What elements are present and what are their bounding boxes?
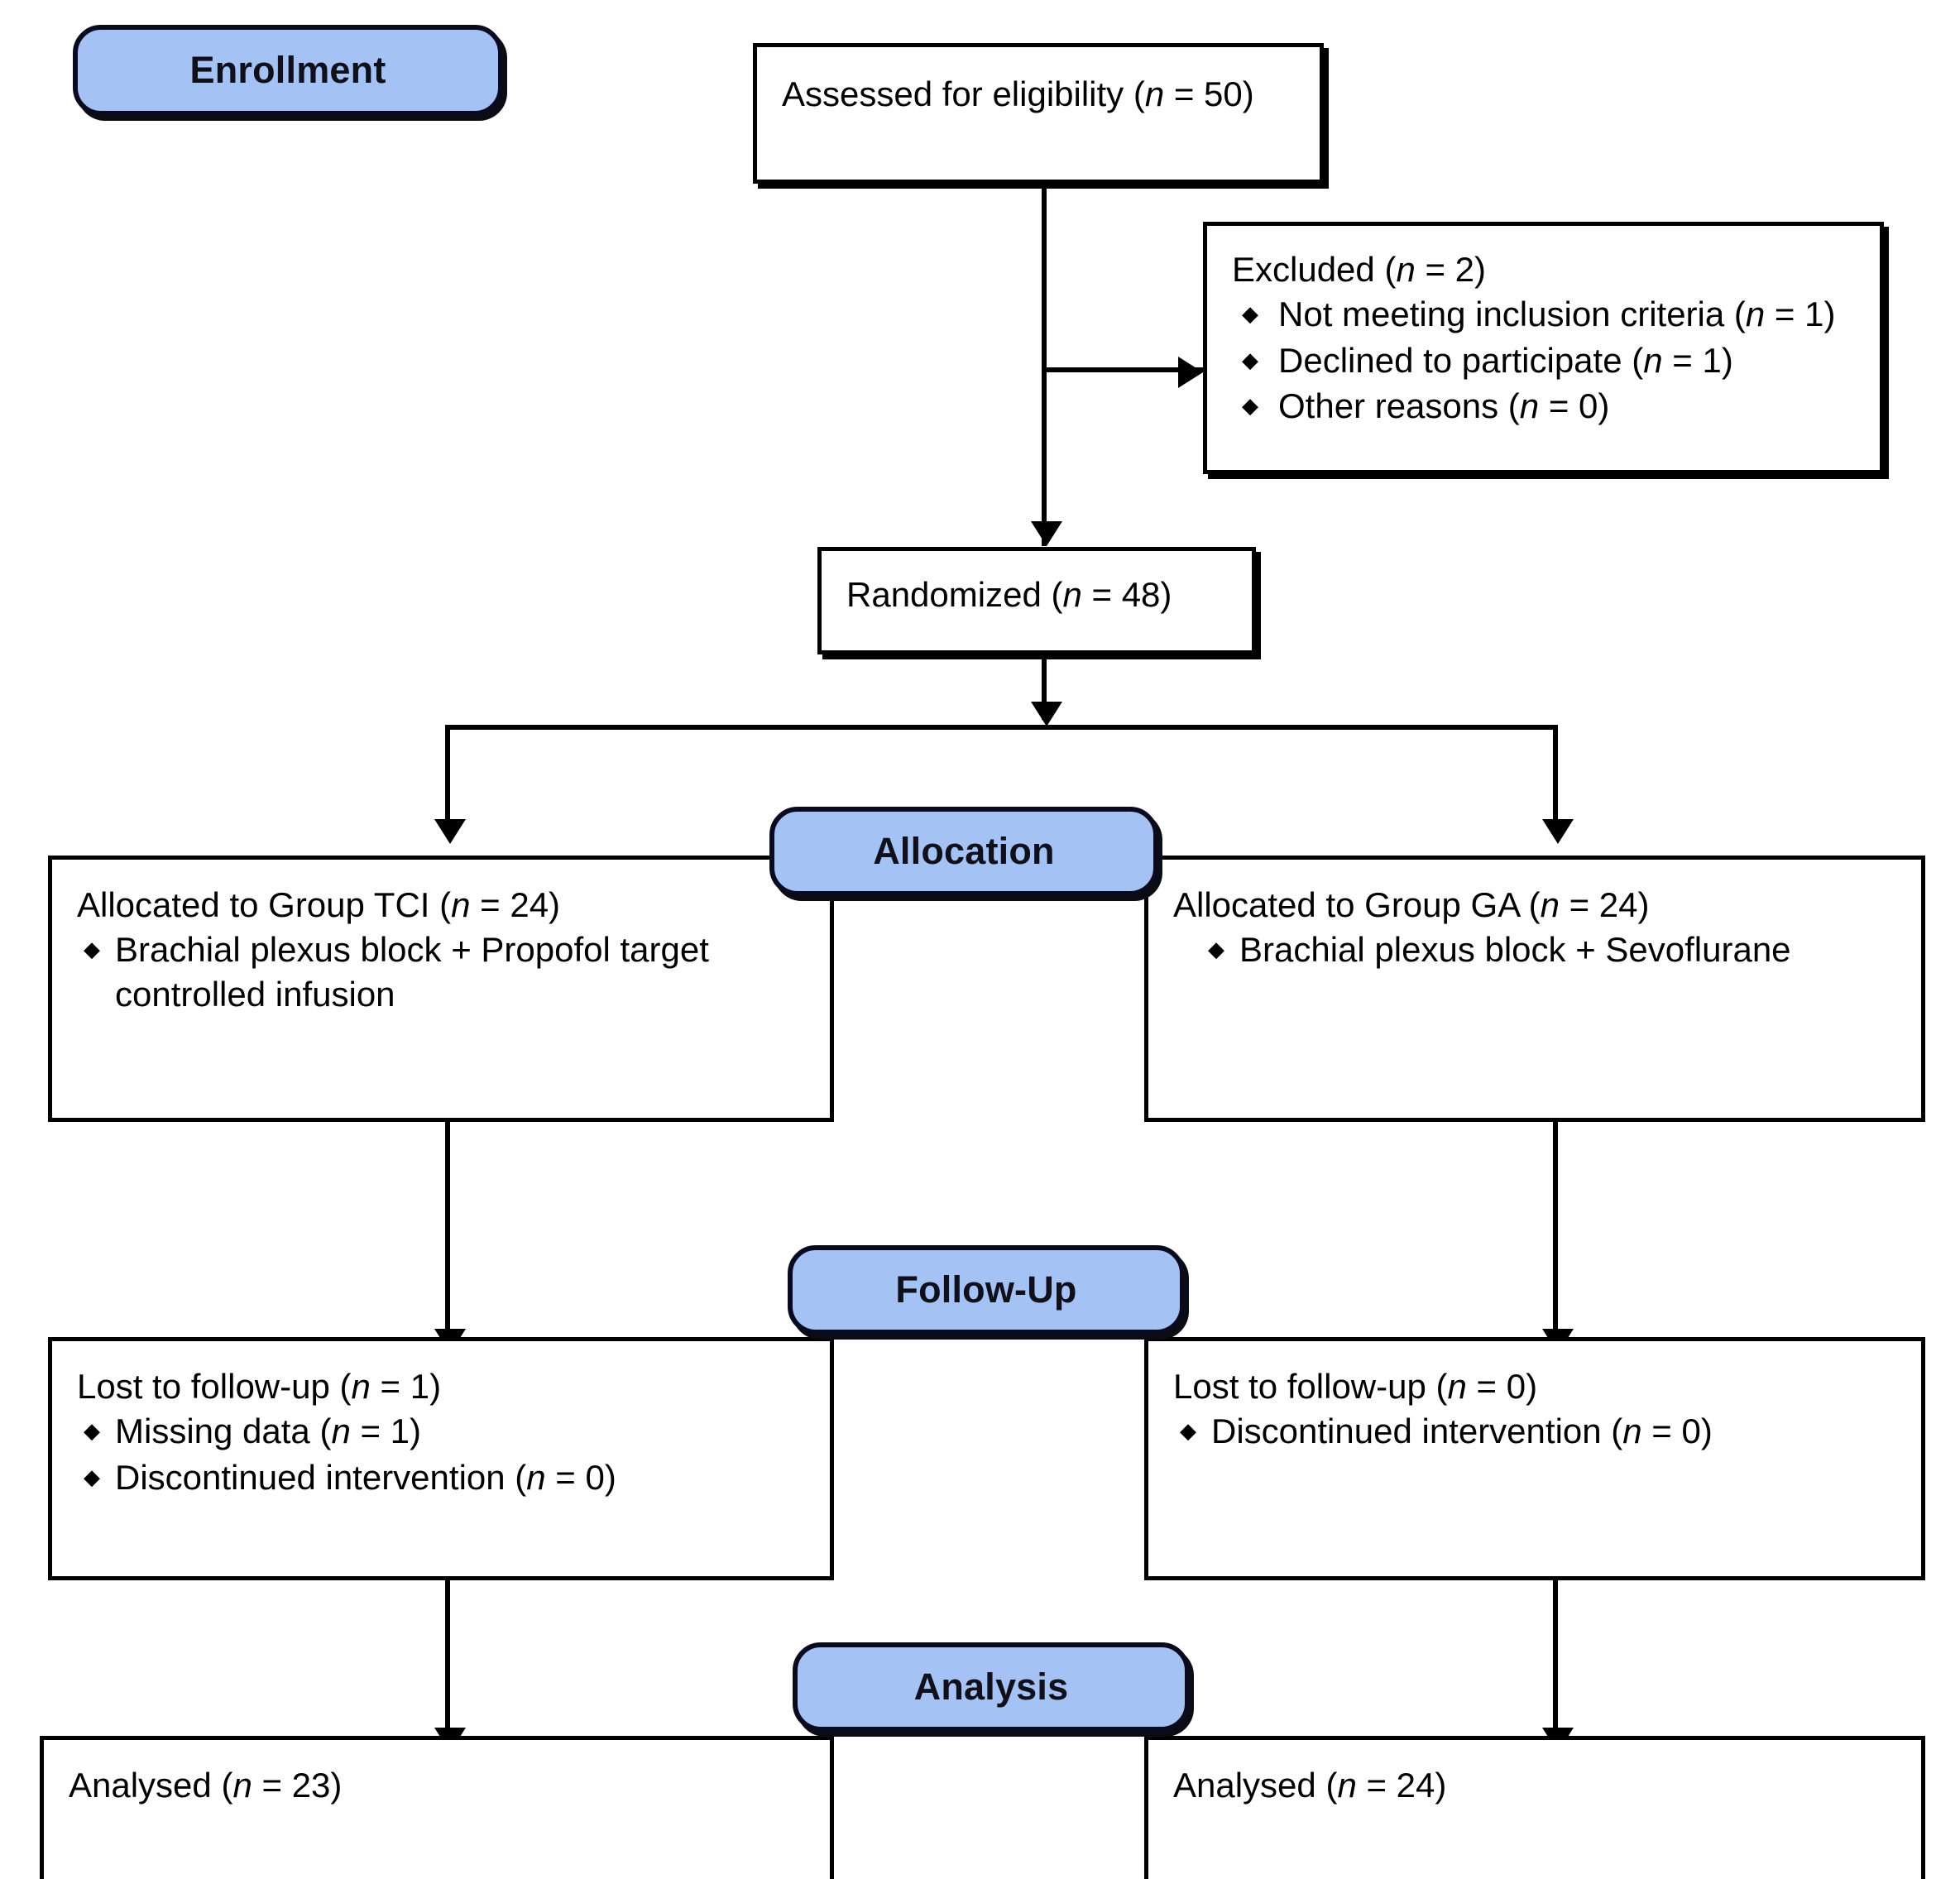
connector-to-excluded <box>1042 367 1203 372</box>
item-n-symbol: n <box>331 1411 351 1450</box>
list-item: Missing data (n = 1) <box>77 1409 805 1454</box>
box-followup-right: Lost to follow-up (n = 0) Discontinued i… <box>1144 1337 1925 1580</box>
box-excluded: Excluded (n = 2) Not meeting inclusion c… <box>1203 222 1884 474</box>
connector-split-right-drop <box>1553 725 1558 836</box>
arrow-assessed-to-randomized <box>1031 521 1062 546</box>
assessed-n-symbol: n <box>1144 74 1165 113</box>
connector-split-left-drop <box>445 725 450 836</box>
connector-followup-left-to-analysis <box>445 1580 450 1736</box>
analysed-left-heading: Analysed (n = 23) <box>69 1766 343 1805</box>
stage-label-allocation-text: Allocation <box>873 830 1055 872</box>
followup-right-items: Discontinued intervention (n = 0) <box>1173 1409 1896 1454</box>
reason-n-symbol: n <box>1519 386 1540 426</box>
list-item: Declined to participate (n = 1) <box>1232 338 1855 383</box>
analysed-left-n-symbol: n <box>232 1766 252 1805</box>
analysed-right-n-symbol: n <box>1337 1766 1357 1805</box>
allocated-right-heading: Allocated to Group GA (n = 24) <box>1173 885 1650 924</box>
item-n-symbol: n <box>526 1457 546 1497</box>
connector-followup-right-to-analysis <box>1553 1580 1558 1736</box>
arrow-randomized-down <box>1031 702 1062 726</box>
list-item: Brachial plexus block + Propofol target … <box>77 928 760 1017</box>
reason-n-symbol: n <box>1745 294 1766 333</box>
reason-n-symbol: n <box>1643 340 1663 380</box>
followup-right-n-symbol: n <box>1447 1367 1467 1406</box>
connector-assessed-to-randomized <box>1042 184 1047 546</box>
arrow-to-excluded <box>1178 357 1203 388</box>
stage-label-allocation: Allocation <box>769 807 1158 896</box>
stage-label-enrollment-text: Enrollment <box>189 49 386 91</box>
randomized-text: Randomized (n = 48) <box>846 575 1172 614</box>
allocated-left-items: Brachial plexus block + Propofol target … <box>77 928 805 1017</box>
randomized-n-symbol: n <box>1062 575 1082 614</box>
box-allocated-right: Allocated to Group GA (n = 24) Brachial … <box>1144 856 1925 1122</box>
followup-right-heading: Lost to follow-up (n = 0) <box>1173 1367 1538 1406</box>
list-item: Not meeting inclusion criteria (n = 1) <box>1232 292 1855 337</box>
stage-label-enrollment: Enrollment <box>73 25 503 116</box>
connector-alloc-right-to-followup <box>1553 1122 1558 1337</box>
followup-left-heading: Lost to follow-up (n = 1) <box>77 1367 442 1406</box>
list-item: Other reasons (n = 0) <box>1232 384 1855 429</box>
allocated-left-n-symbol: n <box>451 885 471 924</box>
list-item: Brachial plexus block + Sevoflurane <box>1201 928 1896 972</box>
assessed-text: Assessed for eligibility (n = 50) <box>782 74 1254 113</box>
box-assessed-for-eligibility: Assessed for eligibility (n = 50) <box>753 43 1324 184</box>
stage-label-analysis: Analysis <box>793 1642 1190 1732</box>
connector-split-bar <box>445 725 1558 730</box>
box-allocated-left: Allocated to Group TCI (n = 24) Brachial… <box>48 856 834 1122</box>
arrow-split-right <box>1542 819 1574 844</box>
box-followup-left: Lost to follow-up (n = 1) Missing data (… <box>48 1337 834 1580</box>
box-analysed-right: Analysed (n = 24) <box>1144 1736 1925 1879</box>
allocated-right-items: Brachial plexus block + Sevoflurane <box>1201 928 1896 972</box>
box-analysed-left: Analysed (n = 23) <box>40 1736 834 1879</box>
item-n-symbol: n <box>1622 1411 1642 1450</box>
excluded-reasons-list: Not meeting inclusion criteria (n = 1) D… <box>1232 292 1855 429</box>
excluded-heading: Excluded (n = 2) <box>1232 250 1487 289</box>
allocated-right-n-symbol: n <box>1540 885 1560 924</box>
excluded-n-symbol: n <box>1396 250 1416 289</box>
box-randomized: Randomized (n = 48) <box>817 547 1256 654</box>
connector-randomized-down <box>1042 654 1047 720</box>
list-item: Discontinued intervention (n = 0) <box>1173 1409 1896 1454</box>
allocated-left-heading: Allocated to Group TCI (n = 24) <box>77 885 561 924</box>
stage-label-follow-up: Follow-Up <box>788 1245 1185 1335</box>
followup-left-n-symbol: n <box>351 1367 371 1406</box>
stage-label-follow-up-text: Follow-Up <box>895 1268 1077 1311</box>
arrow-split-left <box>434 819 466 844</box>
list-item: Discontinued intervention (n = 0) <box>77 1455 805 1500</box>
analysed-right-heading: Analysed (n = 24) <box>1173 1766 1447 1805</box>
followup-left-items: Missing data (n = 1) Discontinued interv… <box>77 1409 805 1500</box>
connector-alloc-left-to-followup <box>445 1122 450 1337</box>
stage-label-analysis-text: Analysis <box>913 1666 1069 1708</box>
